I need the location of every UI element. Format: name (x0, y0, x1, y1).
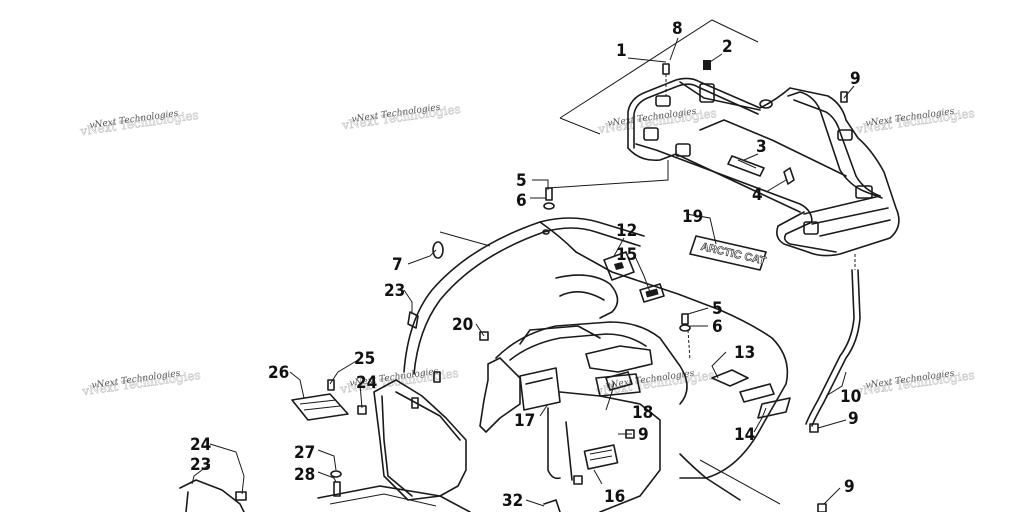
callout-6-right: 6 (712, 317, 723, 337)
callout-5-right: 5 (712, 299, 723, 319)
callout-15: 15 (616, 245, 637, 265)
leader-lines (191, 37, 855, 507)
callout-14: 14 (734, 425, 755, 445)
callout-4: 4 (752, 185, 763, 205)
watermark-8: vNext Technologies vNext Technologies (854, 368, 976, 399)
rack-plane-outline (559, 19, 759, 135)
callout-7: 7 (392, 255, 403, 275)
callout-26: 26 (268, 363, 289, 383)
watermark-1: vNext Technologies vNext Technologies (78, 108, 200, 139)
callout-32: 32 (502, 491, 523, 511)
callout-5-top: 5 (516, 171, 527, 191)
rear-rack (627, 60, 900, 257)
callout-12: 12 (616, 221, 637, 241)
callout-13: 13 (734, 343, 755, 363)
callout-6-top: 6 (516, 191, 527, 211)
callout-28: 28 (294, 465, 315, 485)
callout-19: 19 (682, 207, 703, 227)
callout-9-fender: 9 (638, 425, 649, 445)
callout-16: 16 (604, 487, 625, 507)
watermark-3: vNext Technologies vNext Technologies (596, 106, 718, 137)
callout-3: 3 (756, 137, 767, 157)
callout-9-bar: 9 (848, 409, 859, 429)
callout-8: 8 (672, 19, 683, 39)
rear-fender (403, 187, 791, 512)
callout-9-rack: 9 (850, 69, 861, 89)
watermark-2: vNext Technologies vNext Technologies (340, 102, 462, 133)
callout-labels: 1 2 3 4 5 5 6 6 7 8 9 9 9 9 10 12 13 14 … (190, 19, 861, 511)
callout-23-bracket: 23 (190, 455, 211, 475)
callout-23-fender: 23 (384, 281, 405, 301)
callout-10: 10 (840, 387, 861, 407)
callout-27: 27 (294, 443, 315, 463)
callout-24-bracket: 24 (190, 435, 211, 455)
watermark-4: vNext Technologies vNext Technologies (854, 106, 976, 137)
left-footwell (179, 371, 827, 512)
grab-bar (805, 254, 861, 427)
callout-25: 25 (354, 349, 375, 369)
watermark-5: vNext Technologies vNext Technologies (80, 368, 202, 399)
callout-17: 17 (514, 411, 535, 431)
decal-arctic-cat: ARCTIC CAT (689, 235, 768, 271)
callout-2: 2 (722, 37, 733, 57)
callout-9-bottom: 9 (844, 477, 855, 497)
callout-18: 18 (632, 403, 653, 423)
callout-20: 20 (452, 315, 473, 335)
callout-24-footwell: 24 (356, 373, 377, 393)
callout-1: 1 (616, 41, 627, 61)
